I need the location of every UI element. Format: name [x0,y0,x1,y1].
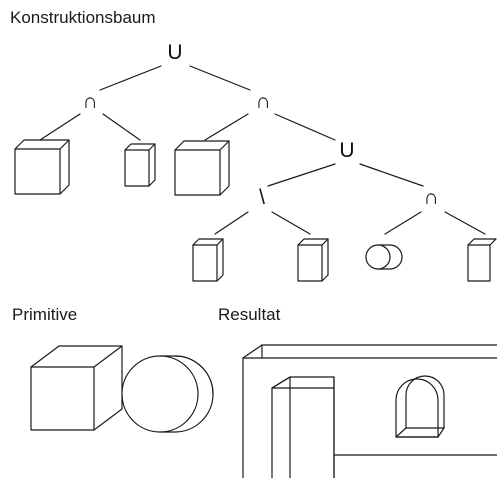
leaf-box-3 [298,239,328,281]
tree-title: Konstruktionsbaum [10,8,156,27]
leaf-cube-1 [15,140,69,194]
root-union-node: U [167,41,183,64]
difference-node: \ [259,186,265,209]
leaf-cylinder [366,245,402,269]
primitive-cube [31,346,122,430]
primitives-title: Primitive [12,305,78,324]
lower-intersection-node: ∩ [423,186,439,209]
left-intersection-node: ∩ [82,90,98,113]
leaf-box-4 [468,239,496,281]
leaf-box-2 [193,239,223,281]
primitive-cylinder [122,356,213,432]
leaf-box-1 [125,144,155,186]
leaf-cube-2 [175,141,229,195]
result-title: Resultat [218,305,281,324]
right-intersection-node: ∩ [255,90,271,113]
tree-edges [40,66,485,234]
mid-union-node: U [339,139,355,162]
result-solid [243,345,497,478]
